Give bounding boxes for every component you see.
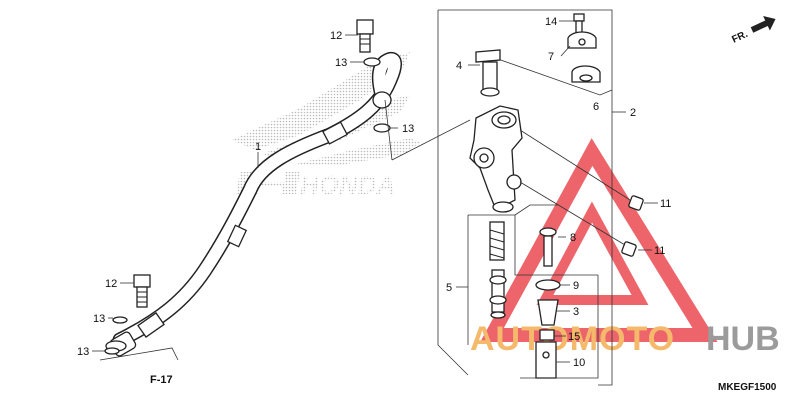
banjo-bolt-upper	[356, 19, 374, 53]
piston-spring	[489, 221, 505, 261]
honda-watermark-text: HONDA	[300, 170, 395, 200]
push-rod-joint-10	[535, 341, 557, 379]
sealing-washer-upper-a	[363, 57, 381, 67]
upper-banjo-fitting	[372, 91, 392, 109]
master-cylinder-body	[469, 105, 523, 213]
bolt-11-lower	[519, 181, 637, 257]
callout-5: 5	[446, 282, 452, 294]
callout-4: 7	[548, 51, 554, 63]
callout-1: 1	[255, 141, 261, 153]
bolt-11-upper	[519, 129, 644, 211]
callout-9: 9	[573, 280, 579, 292]
callout-2: 2	[630, 107, 636, 119]
front-arrow: FR.	[730, 15, 776, 46]
callout-13-lower-b: 13	[77, 346, 89, 358]
callout-11-lower: 11	[654, 245, 665, 257]
callout-10: 10	[573, 357, 585, 369]
callout-15: 15	[568, 331, 580, 343]
circlip-9	[535, 279, 561, 291]
callout-11-upper: 11	[660, 198, 671, 210]
callout-12-lower: 12	[105, 278, 117, 290]
diagram-code: MKEGF1500	[718, 382, 777, 393]
reservoir-joint-7	[475, 49, 501, 97]
banjo-bolt-lower	[133, 274, 151, 308]
boot-3	[537, 299, 559, 326]
callout-6: 6	[593, 101, 599, 113]
diaphragm-6	[571, 65, 601, 83]
logo-text-automoto: AUTOMOTO	[470, 320, 675, 358]
callout-13-lower-a: 13	[93, 313, 105, 325]
callout-13-upper-a: 13	[335, 57, 347, 69]
callout-leaders	[92, 20, 658, 363]
logo-text-hub: HUB	[706, 320, 780, 358]
sealing-washer-lower-a	[112, 316, 128, 324]
front-label: FR.	[730, 29, 749, 46]
callout-13-upper-b: 13	[402, 123, 414, 135]
callout-14: 14	[545, 16, 557, 28]
callout-labels: 12 13 13 1 12 13 13 14 7 4 6 2 11 8 11 5…	[77, 16, 671, 369]
callout-12-upper: 12	[330, 30, 342, 42]
callout-8: 8	[570, 232, 576, 244]
front-arrow-icon	[750, 15, 776, 33]
brake-hose	[112, 52, 403, 348]
assembly-bracket-2	[438, 9, 613, 386]
callout-7: 4	[456, 60, 462, 72]
lock-nut-15	[539, 329, 555, 341]
piston	[489, 269, 507, 319]
push-rod-8	[539, 227, 557, 267]
sealing-washer-lower-b	[104, 347, 120, 355]
section-reference: F-17	[150, 374, 173, 386]
callout-3: 3	[573, 306, 579, 318]
automotohub-logo: AUTOMOTO HUB	[470, 138, 780, 358]
